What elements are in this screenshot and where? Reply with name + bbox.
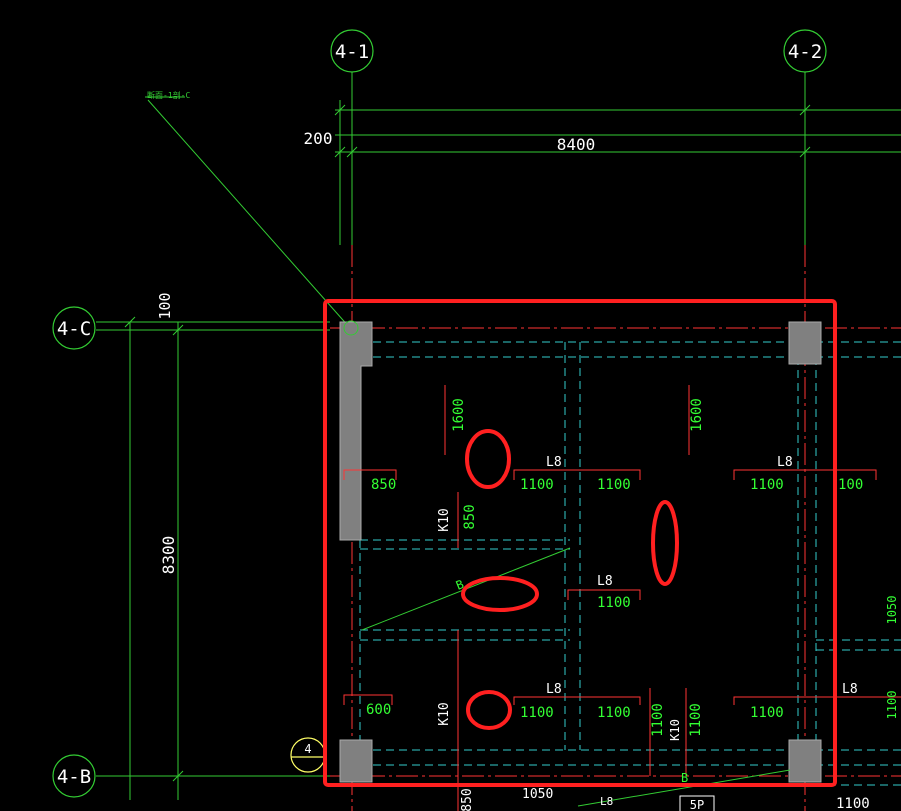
axis-label-4-c: 4-C <box>57 318 91 340</box>
beam-label-l8-c: L8 <box>597 574 613 589</box>
columns <box>339 321 822 783</box>
rebar-100: 100 <box>838 477 863 493</box>
rebar-lines <box>343 385 901 811</box>
column-bottom-left <box>339 739 373 783</box>
dimension-lines <box>96 72 901 800</box>
rebar-1100-d: 1100 <box>597 595 631 611</box>
tag-5p-label: 5P <box>690 798 704 811</box>
axis-label-4-2: 4-2 <box>788 41 822 63</box>
beam-label-b-a: B <box>454 577 466 593</box>
beam-label-l8-a: L8 <box>546 455 562 470</box>
dim-left-offset: 100 <box>156 292 174 319</box>
axis-label-4-b: 4-B <box>57 766 91 788</box>
beam-label-l8-d: L8 <box>546 682 562 697</box>
rebar-600: 600 <box>366 702 391 718</box>
diagonal-bars <box>361 547 791 807</box>
rebar-1100-c: 1100 <box>750 477 784 493</box>
detail-marker: 4 <box>290 737 326 773</box>
beam-label-l8-f: L8 <box>600 795 613 808</box>
axis-bubble-4-2: 4-2 <box>783 29 827 73</box>
axis-bubble-4-c: 4-C <box>52 306 96 350</box>
rebar-1100-i: 1100 <box>688 703 704 737</box>
beam-label-l8-e: L8 <box>842 682 858 697</box>
rebar-1100-g: 1100 <box>750 705 784 721</box>
rebar-1100-b: 1100 <box>597 477 631 493</box>
rebar-850-vertical: 850 <box>462 504 478 529</box>
beam-label-k10-b: K10 <box>437 702 452 725</box>
beam-label-b-b: B <box>681 771 688 785</box>
dim-top-offset: 200 <box>304 129 333 148</box>
rebar-1100-a: 1100 <box>520 477 554 493</box>
rebar-1600-left: 1600 <box>451 398 467 432</box>
column-top-left <box>339 321 373 541</box>
beam-label-l8-b: L8 <box>777 455 793 470</box>
rebar-850-left: 850 <box>371 477 396 493</box>
rebar-1600-right: 1600 <box>689 398 705 432</box>
section-label: 断面-1剖-C <box>147 90 190 100</box>
highlight-ellipse-2 <box>651 500 679 586</box>
highlight-ellipse-4 <box>466 690 512 730</box>
rebar-1050: 1050 <box>885 596 899 625</box>
highlight-box <box>323 299 837 787</box>
rebar-1100-e: 1100 <box>520 705 554 721</box>
tag-5p: 5P <box>679 795 715 811</box>
rebar-850-bottom: 850 <box>460 788 475 811</box>
beam-label-k10-c: K10 <box>668 719 682 741</box>
rebar-1100-h: 1100 <box>650 703 666 737</box>
highlight-ellipse-3 <box>461 576 539 612</box>
axis-bubble-4-b: 4-B <box>52 754 96 798</box>
dim-top-span: 8400 <box>557 135 596 154</box>
rebar-1100-f: 1100 <box>597 705 631 721</box>
dim-left-span: 8300 <box>159 536 178 575</box>
column-bottom-right <box>788 739 822 783</box>
rebar-1050-bottom: 1050 <box>522 787 553 802</box>
beam-label-k10-a: K10 <box>437 508 452 531</box>
rebar-1100-k: 1100 <box>885 691 899 720</box>
axis-label-4-1: 4-1 <box>335 41 369 63</box>
rebar-1100-j: 1100 <box>836 796 870 811</box>
axis-bubble-4-1: 4-1 <box>330 29 374 73</box>
column-top-right <box>788 321 822 365</box>
beam-outlines <box>359 341 901 786</box>
detail-marker-label: 4 <box>304 742 311 756</box>
highlight-ellipse-1 <box>465 429 511 489</box>
